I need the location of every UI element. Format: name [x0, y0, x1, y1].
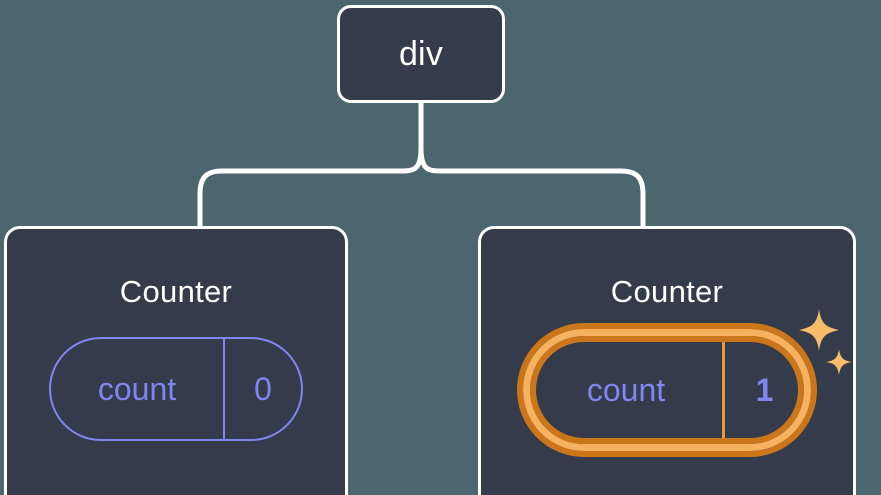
- state-pill-right-highlighted[interactable]: count 1: [517, 323, 817, 457]
- sparkle-small-icon: [826, 349, 852, 375]
- state-pill-left[interactable]: count 0: [49, 337, 303, 441]
- state-value-left: 0: [223, 339, 301, 439]
- state-key-right: count: [586, 372, 666, 408]
- state-pill-right-wrap: count 1: [517, 309, 852, 457]
- connector-right-branch: [418, 145, 646, 229]
- state-key-left: count: [97, 371, 177, 407]
- node-counter-left[interactable]: Counter count 0: [4, 226, 348, 495]
- state-value-right: 1: [722, 336, 804, 444]
- sparkle-large-icon: [799, 309, 839, 351]
- node-counter-right-title: Counter: [610, 274, 724, 309]
- node-counter-left-title: Counter: [119, 274, 233, 309]
- node-div[interactable]: div: [337, 5, 505, 103]
- node-counter-right[interactable]: Counter count 1: [478, 226, 856, 495]
- state-pill-left-wrap: count 0: [49, 337, 303, 441]
- connector-left-branch: [197, 145, 424, 229]
- node-div-label: div: [398, 35, 444, 73]
